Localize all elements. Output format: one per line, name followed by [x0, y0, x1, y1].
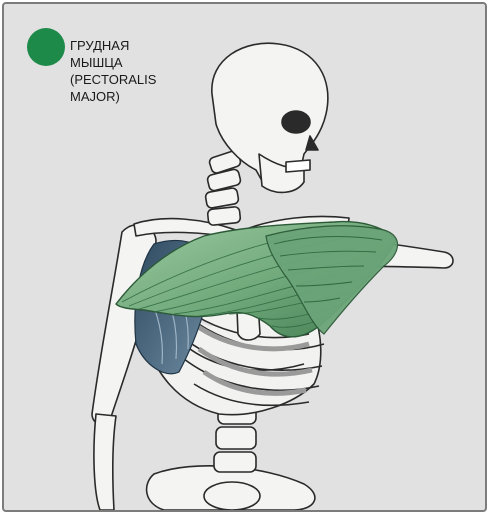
eye-socket	[282, 111, 310, 133]
femur-head	[204, 482, 260, 510]
cervical-spine	[205, 150, 242, 226]
teeth	[286, 160, 310, 172]
anatomy-illustration	[4, 4, 485, 510]
forearm-bone	[94, 414, 116, 510]
